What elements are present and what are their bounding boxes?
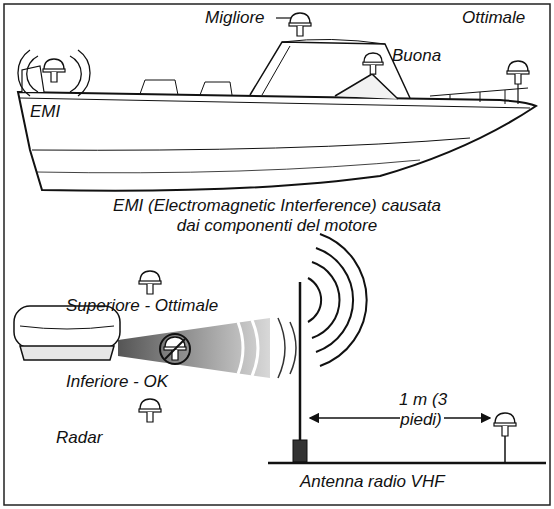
caption-note-text: EMI (Electromagnetic Interference) causa… xyxy=(113,196,441,235)
position-label: Superiore - Ottimale xyxy=(66,296,218,316)
position-label-text: Superiore - Ottimale xyxy=(66,296,218,315)
part-name-text: Antenna radio VHF xyxy=(300,472,445,491)
position-label-text: Ottimale xyxy=(462,8,525,27)
dimension-label: 1 m (3 piedi) xyxy=(382,390,462,430)
dimension-label-text: 1 m (3 piedi) xyxy=(397,390,447,429)
part-name: Antenna radio VHF xyxy=(300,472,445,492)
position-label: Inferiore - OK xyxy=(66,372,168,392)
boat xyxy=(18,18,536,191)
position-label-text: Inferiore - OK xyxy=(66,372,168,391)
radar-symbol xyxy=(14,306,296,378)
vhf-antenna xyxy=(268,234,546,463)
part-name-text: Radar xyxy=(56,428,102,447)
position-label-text: Migliore xyxy=(205,8,265,27)
position-label: Ottimale xyxy=(462,8,525,28)
part-name: Radar xyxy=(56,428,102,448)
caption-note: EMI (Electromagnetic Interference) causa… xyxy=(112,196,442,236)
frame xyxy=(4,4,550,505)
emi-label-text: EMI xyxy=(30,102,60,121)
position-label-text: Buona xyxy=(392,46,441,65)
emi-label: EMI xyxy=(30,102,60,122)
position-label: Migliore xyxy=(205,8,265,28)
position-label: Buona xyxy=(392,46,441,66)
